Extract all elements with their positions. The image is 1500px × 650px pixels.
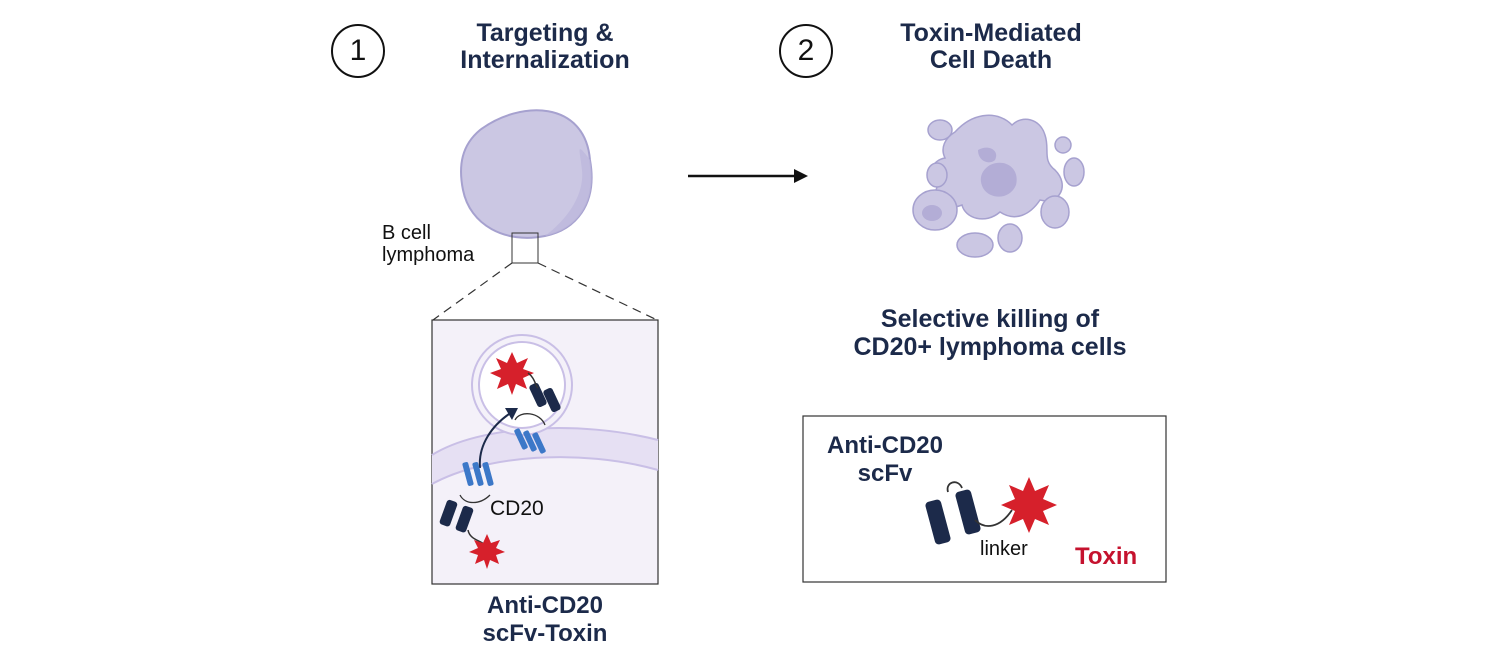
b-cell-label: B cell lymphoma <box>382 222 475 266</box>
construct-caption: Anti-CD20 scFv-Toxin <box>482 592 608 647</box>
scfv-endosome <box>527 372 561 413</box>
cd20-label: CD20 <box>490 497 544 520</box>
step-2-marker: 2 <box>779 24 833 78</box>
result-text: Selective killing of CD20+ lymphoma cell… <box>853 305 1127 361</box>
legend-scfv-glyph <box>925 481 1013 545</box>
zoom-line-left <box>432 262 513 321</box>
step-1-number: 1 <box>349 34 367 67</box>
step-1-title: Targeting & Internalization <box>460 19 630 74</box>
legend-scfv-label: Anti-CD20 scFv <box>826 432 943 487</box>
step-2-title: Toxin-Mediated Cell Death <box>900 19 1082 74</box>
legend-linker-label: linker <box>980 538 1028 560</box>
cd20-endosome <box>514 413 546 454</box>
legend-box <box>802 415 1167 583</box>
cd20-membrane <box>459 462 494 504</box>
toxin-star-endosome <box>490 352 534 395</box>
legend-toxin-star <box>1001 477 1057 533</box>
legend-toxin-label: Toxin <box>1075 543 1138 570</box>
step-arrow <box>688 169 808 183</box>
zoom-line-right <box>537 262 658 321</box>
b-cell-lymphoma <box>460 109 593 239</box>
internalization-arrow <box>478 408 518 469</box>
step-2-number: 2 <box>797 34 815 67</box>
step-1-marker: 1 <box>331 24 385 78</box>
dying-cell <box>912 114 1085 258</box>
toxin-star-outside <box>469 534 505 569</box>
zoom-region-box <box>511 232 539 264</box>
